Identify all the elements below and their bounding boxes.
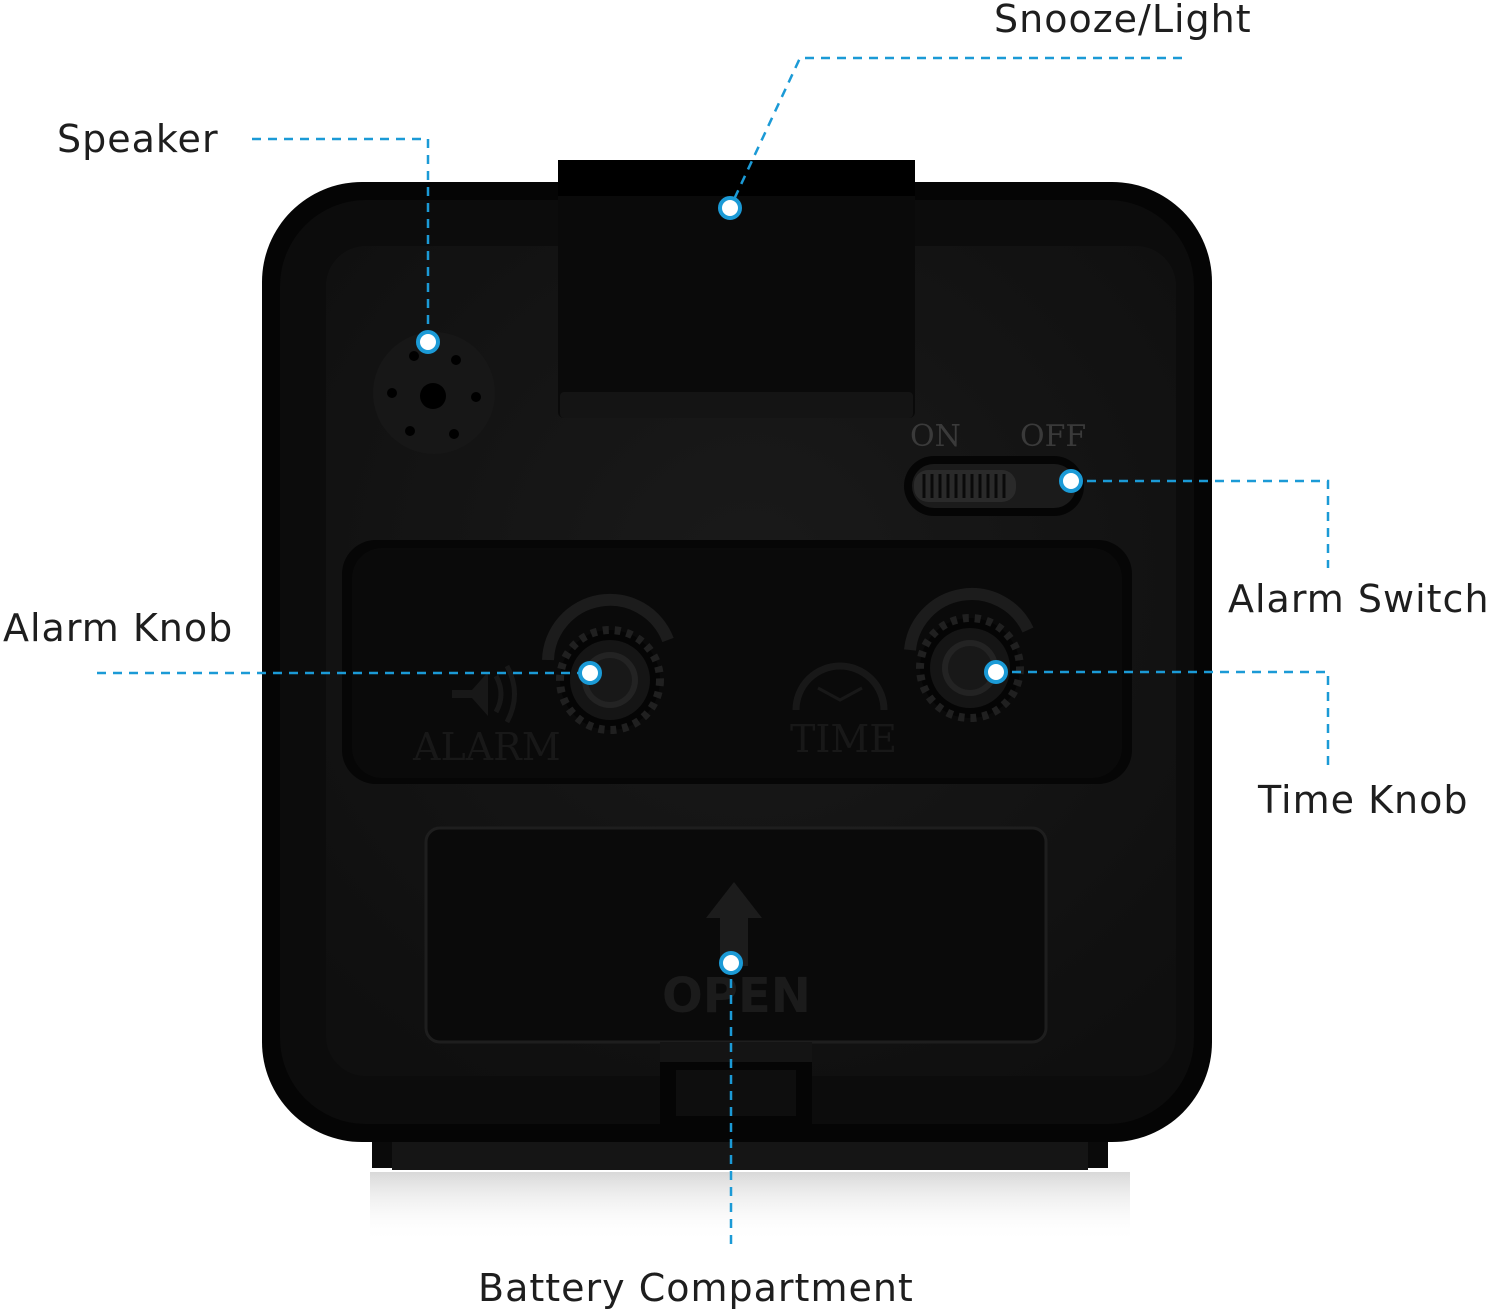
open-emboss-label: OPEN — [662, 968, 811, 1024]
battery-cover[interactable]: OPEN — [424, 826, 1048, 1044]
marker-speaker — [416, 330, 440, 354]
alarm-knob[interactable] — [542, 593, 674, 734]
speaker-grille — [373, 332, 495, 454]
leader-speaker — [252, 137, 430, 342]
alarm-emboss: ALARM — [412, 664, 561, 769]
alarm-emboss-label: ALARM — [412, 725, 561, 769]
marker-time-knob — [984, 660, 1008, 684]
label-time-knob: Time Knob — [1257, 778, 1468, 822]
marker-alarm-switch — [1059, 469, 1083, 493]
leader-alarm-switch — [1071, 479, 1330, 568]
marker-battery — [719, 951, 743, 975]
time-knob[interactable] — [904, 587, 1034, 722]
label-alarm-knob: Alarm Knob — [3, 606, 233, 650]
label-alarm-switch: Alarm Switch — [1228, 577, 1490, 621]
marker-alarm-knob — [578, 661, 602, 685]
snooze-light-button[interactable] — [558, 160, 915, 418]
switch-off-label: OFF — [1020, 419, 1086, 454]
time-emboss-label: TIME — [790, 717, 897, 761]
marker-snooze — [718, 196, 742, 220]
floor-reflection — [370, 1172, 1130, 1242]
alarm-switch[interactable]: ON OFF — [904, 419, 1086, 516]
time-emboss: TIME — [790, 662, 897, 761]
label-speaker: Speaker — [57, 117, 219, 161]
label-battery-compartment: Battery Compartment — [478, 1266, 914, 1310]
label-snooze-light: Snooze/Light — [994, 0, 1252, 41]
switch-on-label: ON — [910, 419, 961, 454]
battery-latch[interactable] — [660, 1042, 812, 1124]
leader-lines — [97, 56, 1330, 1248]
